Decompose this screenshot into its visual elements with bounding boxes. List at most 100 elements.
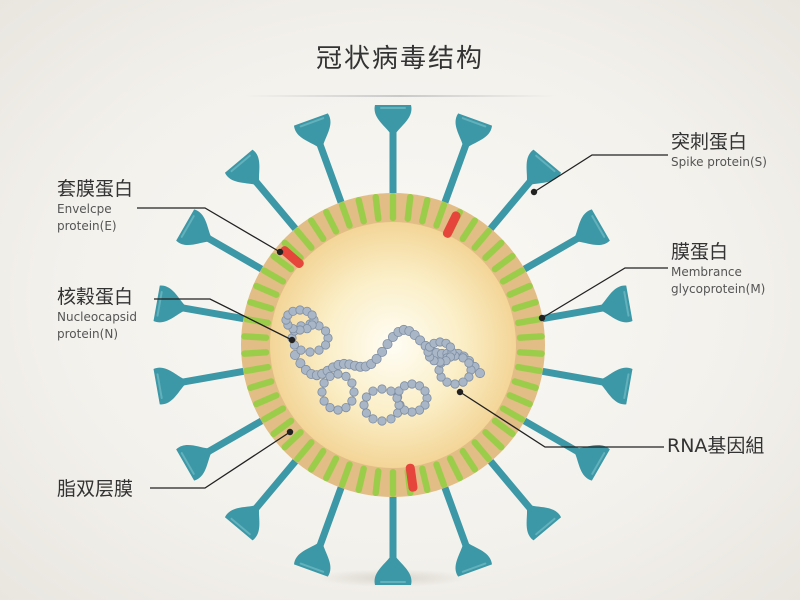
leader-nucleocapsid-dot (288, 336, 296, 344)
membrane-proteins (241, 193, 545, 497)
spike-protein (224, 451, 305, 541)
rna-bead (458, 353, 468, 363)
rna-bead (386, 386, 396, 396)
rna-bead (320, 326, 331, 336)
envelope-protein (280, 246, 304, 269)
membrane-protein (294, 439, 315, 463)
spike-protein (481, 149, 562, 239)
label-nucleocapsid-en-1: Nucleocapsid (57, 310, 138, 324)
rna-bead (414, 405, 425, 415)
spike-protein (224, 149, 305, 239)
spike-protein (153, 366, 256, 405)
spike-proteins (153, 105, 633, 585)
membrane-protein (260, 405, 287, 423)
rna-bead (307, 310, 317, 320)
rna-bead (341, 402, 351, 413)
rna-bead (368, 386, 378, 396)
membrane-protein (433, 461, 448, 489)
membrane-protein (433, 201, 448, 229)
label-membrane-protein: 膜蛋白 Membrance glycoprotein(M) (671, 241, 765, 298)
label-membrane-en-1: Membrance (671, 265, 742, 279)
leader-envelope-dot (276, 248, 284, 256)
membrane-protein (459, 217, 479, 243)
label-lipid-bilayer-zh: 脂双层膜 (57, 478, 134, 500)
rna-bead (325, 402, 335, 413)
rna-bead (458, 377, 468, 387)
membrane-protein (499, 405, 526, 423)
membrane-protein (459, 447, 479, 473)
membrane-protein (253, 282, 280, 298)
rna-genome (281, 305, 485, 426)
rna-bead (420, 386, 430, 396)
label-spike-protein: 突刺蛋白 Spike protein(S) (671, 131, 767, 171)
rna-bead (320, 340, 331, 350)
rna-bead (399, 381, 410, 391)
rna-bead (347, 378, 357, 388)
spike-protein (176, 413, 273, 481)
envelope-protein (442, 211, 461, 238)
spike-protein (530, 285, 633, 324)
rna-bead (359, 400, 369, 410)
membrane-protein (355, 465, 367, 494)
rna-bead (319, 396, 329, 406)
membrane-protein (471, 227, 492, 251)
leader-lipid-bilayer (150, 431, 291, 489)
membrane-protein (482, 239, 505, 261)
rna-bead (333, 405, 343, 415)
membrane-protein (260, 267, 287, 285)
membrane-protein (446, 455, 464, 482)
spike-protein (294, 476, 348, 577)
rna-bead (333, 369, 343, 379)
rna-bead (464, 372, 474, 382)
membrane-protein (281, 239, 304, 261)
membrane-protein (253, 392, 280, 408)
diagram-title: 冠状病毒结构 (315, 44, 484, 74)
rna-bead (474, 368, 485, 379)
membrane-protein (355, 196, 367, 225)
label-membrane-zh: 膜蛋白 (671, 241, 729, 263)
membrane-protein (516, 333, 545, 341)
label-spike-en-1: Spike protein(S) (671, 155, 767, 169)
label-nucleocapsid-zh: 核穀蛋白 (57, 286, 134, 308)
leader-nucleocapsid (154, 298, 293, 341)
leader-membrane-dot (538, 314, 546, 322)
rna-bead (368, 414, 378, 424)
spike-protein (513, 209, 610, 277)
rna-bead (305, 347, 315, 357)
membrane-protein (491, 417, 516, 438)
rna-bead (377, 384, 387, 394)
membrane-protein (404, 193, 414, 222)
label-envelope-protein: 套膜蛋白 Envelcpe protein(E) (57, 178, 133, 235)
membrane-protein (506, 282, 533, 298)
leader-membrane (541, 267, 668, 319)
rna-bead (377, 416, 387, 426)
leader-rna (459, 391, 664, 448)
spike-protein (374, 105, 412, 205)
spike-protein (438, 476, 492, 577)
membrane-protein (322, 208, 340, 235)
spike-protein (176, 209, 273, 277)
virus-core (270, 222, 516, 468)
rna-bead (445, 342, 455, 352)
membrane-protein (482, 429, 505, 451)
membrane-protein (247, 378, 275, 391)
rna-bead (347, 396, 357, 406)
label-envelope-zh: 套膜蛋白 (57, 178, 134, 200)
membrane-protein (372, 193, 382, 222)
leader-lines (137, 154, 668, 489)
membrane-protein (247, 299, 275, 312)
label-nucleocapsid-protein: 核穀蛋白 Nucleocapsid protein(N) (57, 286, 137, 343)
leader-lipid-bilayer-dot (286, 428, 294, 436)
rna-bead (296, 345, 306, 355)
rna-bead (325, 371, 335, 381)
membrane-protein (241, 333, 270, 341)
membrane-protein (322, 455, 340, 482)
label-rna-zh: RNA基因組 (667, 435, 765, 457)
membrane-protein (294, 227, 315, 251)
label-nucleocapsid-en-2: protein(N) (57, 327, 118, 341)
rna-bead (407, 379, 417, 389)
leader-rna-dot (456, 388, 464, 396)
rna-bead (341, 371, 351, 381)
membrane-protein (515, 315, 543, 327)
leader-spike (533, 154, 668, 193)
